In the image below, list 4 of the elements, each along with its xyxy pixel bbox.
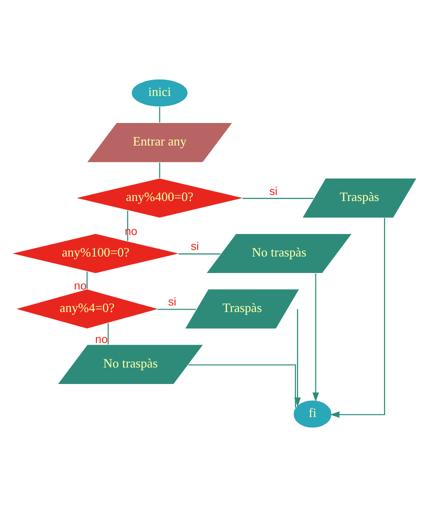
edge-label: si [190,241,199,254]
edge-label: si [269,186,278,198]
edge-label: si [168,296,176,309]
edge-label: no [95,334,108,346]
